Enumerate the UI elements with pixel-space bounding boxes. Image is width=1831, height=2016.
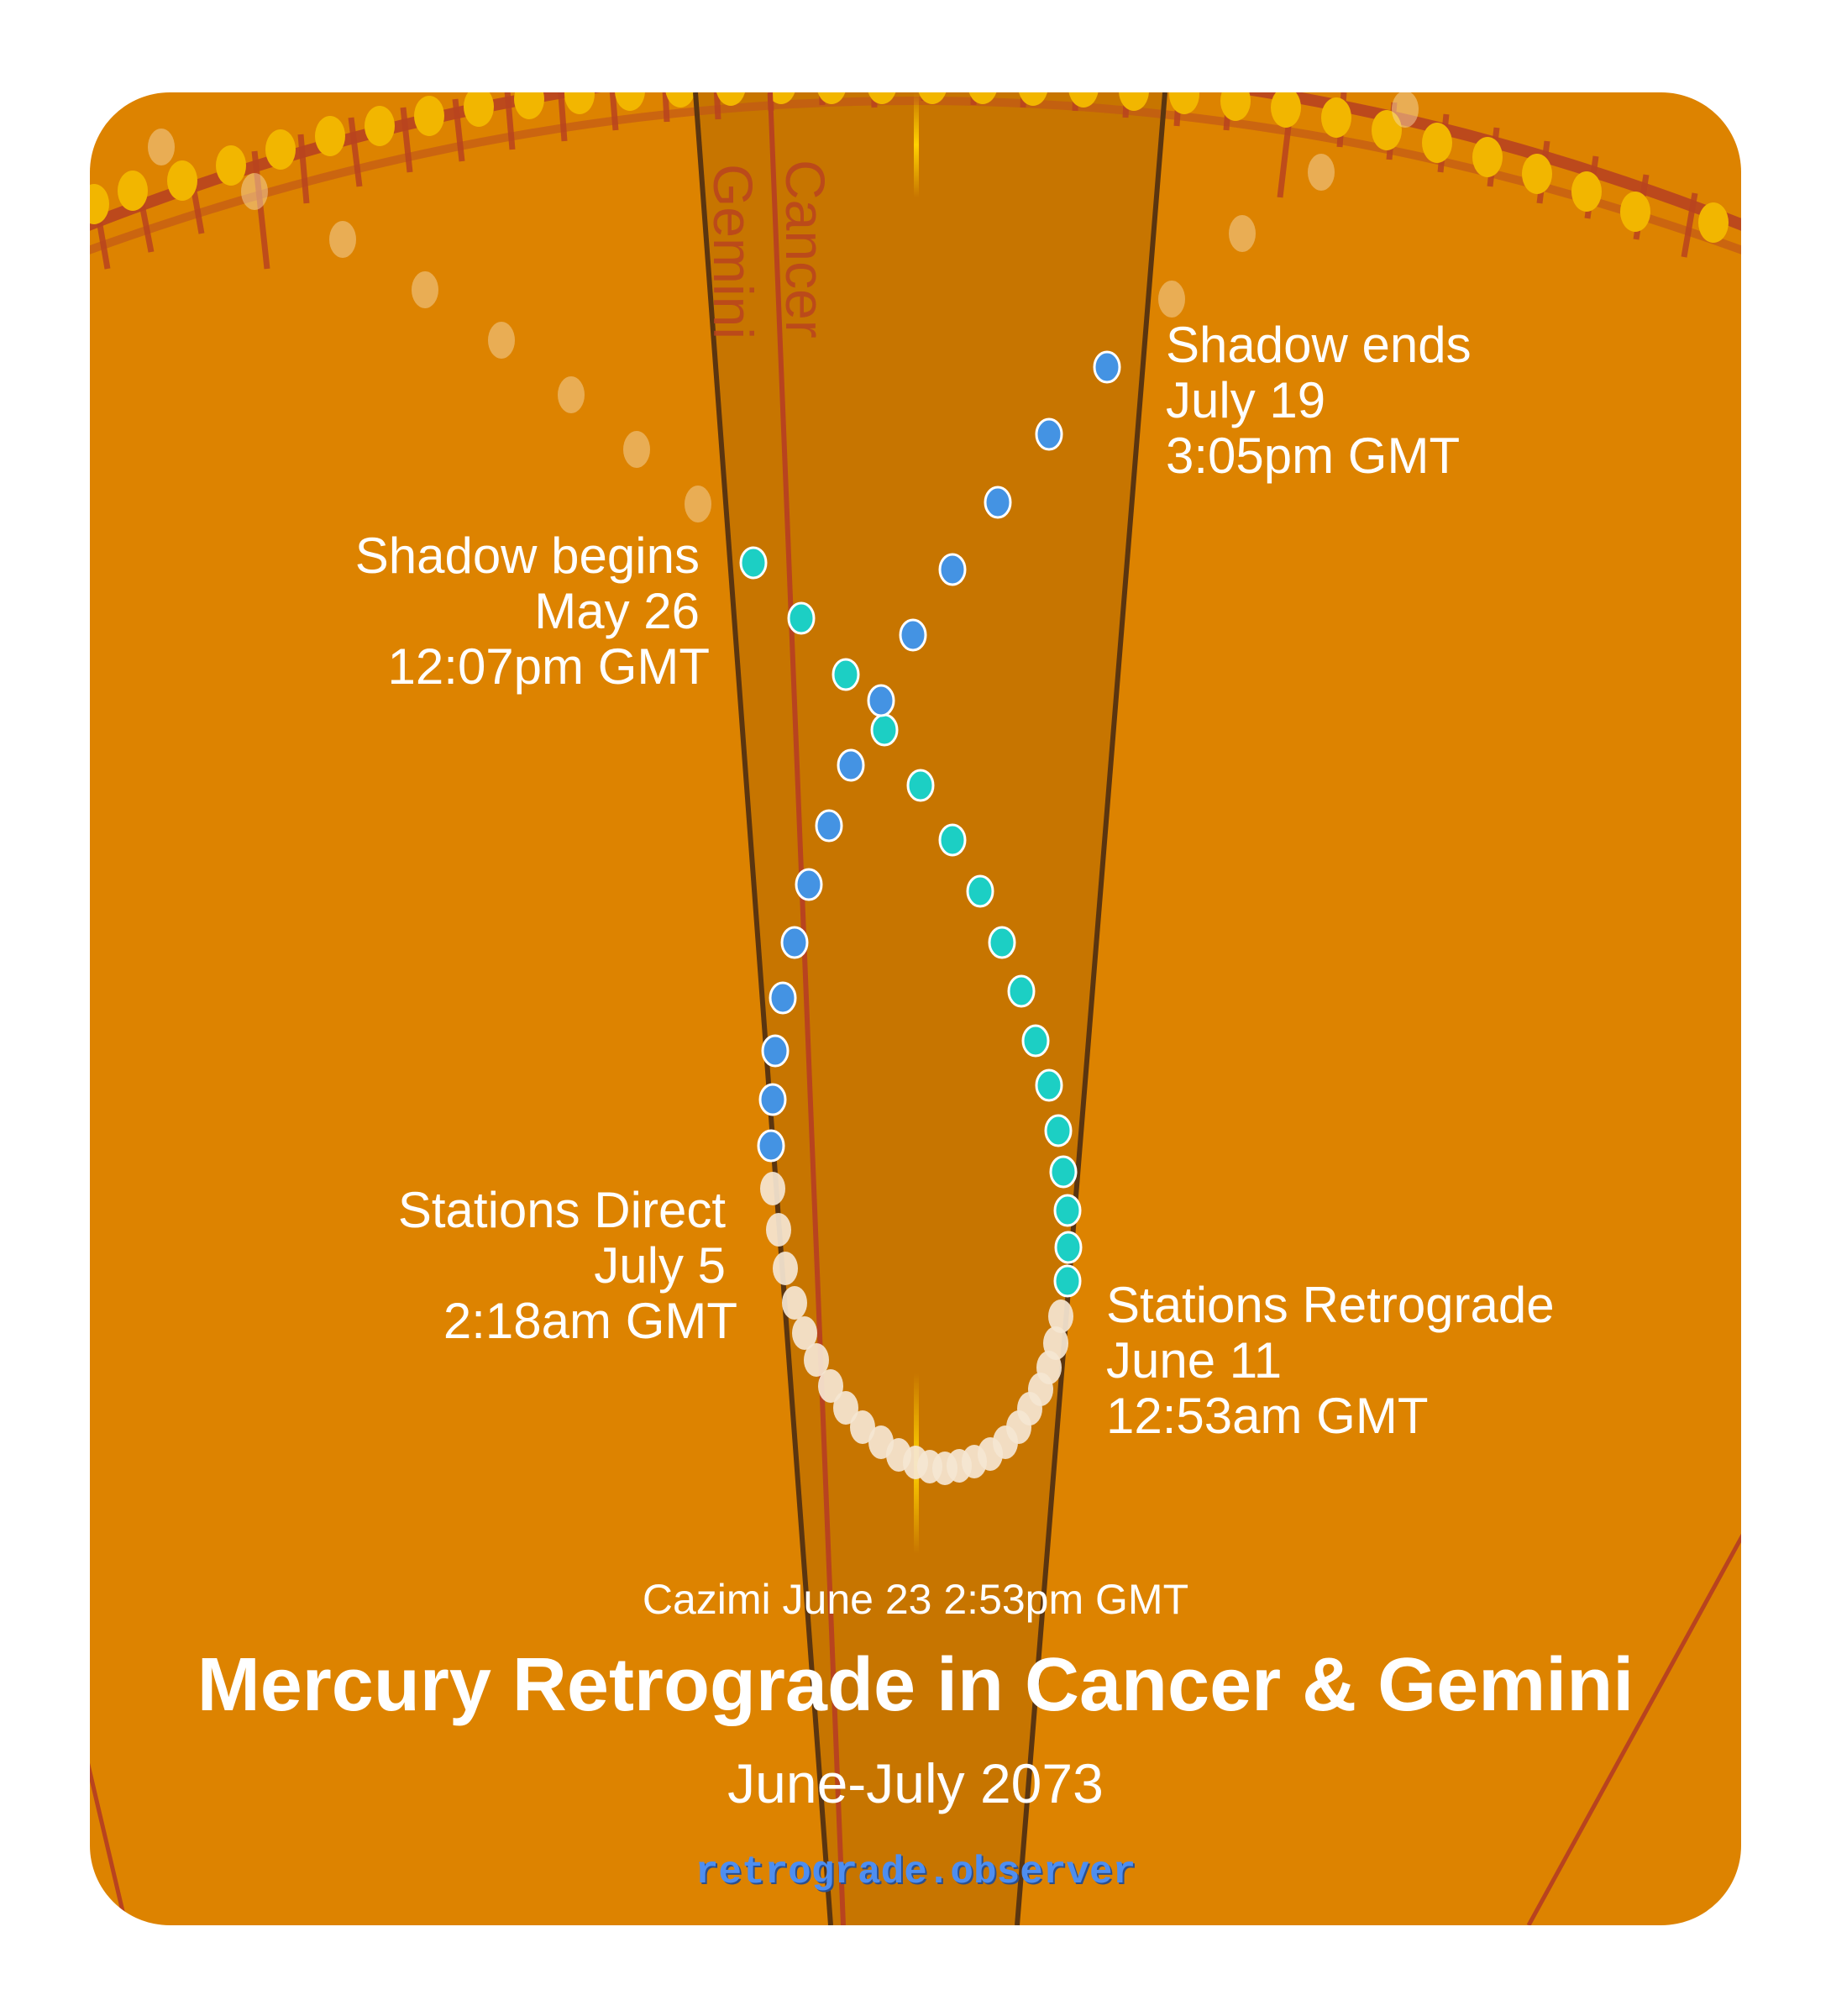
sign-boundary-line-far-left [90, 1746, 129, 1925]
pre-retrograde-dots [739, 546, 1083, 1298]
shadow-ends-title: Shadow ends [1166, 317, 1472, 373]
retrograde-loop-dots [760, 1172, 1073, 1485]
stations-direct-time: 2:18am GMT [443, 1293, 737, 1349]
stations-retrograde-date: June 11 [1106, 1332, 1283, 1389]
cazimi-label: Cazimi June 23 2:53pm GMT [642, 1576, 1189, 1623]
page-title: Mercury Retrograde in Cancer & Gemini [197, 1643, 1634, 1727]
post-retrograde-dots [757, 350, 1121, 1163]
zodiac-band [695, 92, 1165, 1925]
shadow-begins-date: May 26 [534, 583, 700, 639]
sign-boundary-line [768, 92, 846, 1925]
shadow-ends-date: July 19 [1166, 372, 1326, 428]
website-link[interactable]: retrograde.observer [695, 1851, 1136, 1894]
shadow-ends-label: Shadow ends July 19 3:05pm GMT [1166, 318, 1472, 484]
sign-label-cancer: Cancer [774, 160, 837, 339]
date-range-subtitle: June-July 2073 [727, 1752, 1104, 1814]
stations-retrograde-title: Stations Retrograde [1106, 1277, 1555, 1333]
stations-retrograde-label: Stations Retrograde June 11 12:53am GMT [1106, 1278, 1555, 1444]
band-edge-right [1015, 92, 1167, 1925]
shadow-begins-time: 12:07pm GMT [387, 638, 710, 695]
band-edge-left [693, 92, 833, 1925]
sun-marker-top [914, 92, 919, 197]
stations-retrograde-time: 12:53am GMT [1106, 1388, 1429, 1444]
stations-direct-label: Stations Direct July 5 2:18am GMT [398, 1183, 737, 1349]
sun-path-dots [90, 92, 1729, 243]
shadow-ends-time: 3:05pm GMT [1166, 428, 1461, 484]
shadow-begins-label: Shadow begins May 26 12:07pm GMT [355, 528, 710, 695]
stations-direct-date: July 5 [594, 1237, 726, 1294]
stations-direct-title: Stations Direct [397, 1182, 726, 1238]
faint-path-dots [148, 92, 1419, 522]
sign-boundary-line-far-right [1526, 1510, 1741, 1925]
shadow-begins-title: Shadow begins [354, 528, 700, 584]
sign-label-gemini: Gemini [702, 164, 764, 339]
